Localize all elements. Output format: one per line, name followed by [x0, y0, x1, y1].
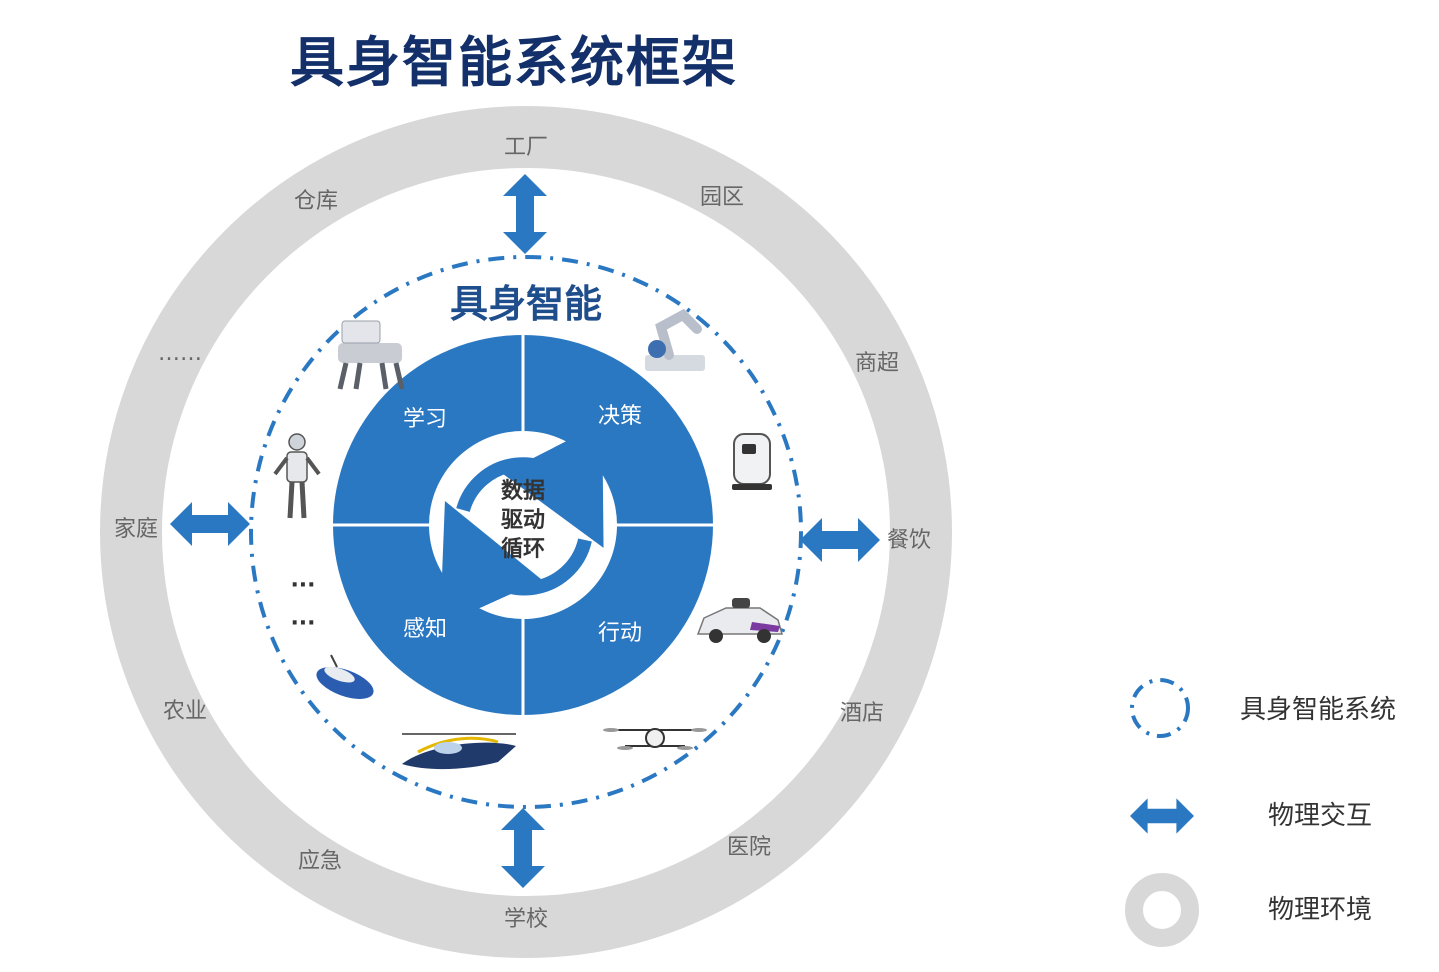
- interaction-arrow-right: [800, 518, 880, 562]
- core-text-line2: 驱动: [501, 508, 545, 533]
- core-text-line3: 循环: [501, 536, 545, 562]
- drone-icon: [603, 728, 707, 750]
- env-home: 家庭: [114, 517, 158, 542]
- humanoid-robot-icon: [273, 433, 321, 519]
- cycle-arrow-top: [456, 422, 604, 548]
- interaction-arrow-bottom: [501, 808, 545, 888]
- legend-interaction-icon: [1130, 798, 1194, 834]
- quadrant-learn: 学习: [403, 407, 447, 432]
- environment-ring: [100, 106, 952, 958]
- service-robot-icon: [732, 433, 772, 490]
- interaction-arrow-top: [503, 174, 547, 254]
- env-park: 园区: [700, 185, 744, 210]
- core-text-line1: 数据: [501, 478, 545, 504]
- cycle-arrow-bottom: [440, 501, 592, 627]
- quadrant-decide: 决策: [598, 404, 642, 429]
- legend-environment-icon: [1125, 873, 1199, 947]
- quadrant-perceive: 感知: [403, 617, 447, 642]
- system-boundary: [249, 255, 803, 809]
- env-hotel: 酒店: [840, 701, 884, 726]
- legend-interaction-label: 物理交互: [1268, 801, 1372, 831]
- legend-system-icon: [1130, 678, 1190, 738]
- env-factory: 工厂: [504, 135, 548, 160]
- legend-environment-label: 物理环境: [1268, 895, 1372, 925]
- env-ellipsis: ……: [158, 341, 202, 366]
- robot-arm-icon: [645, 308, 705, 371]
- flying-car-icon: [402, 733, 516, 770]
- env-retail: 商超: [855, 351, 899, 376]
- env-school: 学校: [504, 907, 548, 932]
- env-hospital: 医院: [727, 835, 771, 860]
- inner-ellipsis-1: ···: [290, 573, 315, 598]
- interaction-arrow-left: [170, 502, 250, 546]
- quadruped-robot-icon: [337, 320, 405, 390]
- legend-system-label: 具身智能系统: [1240, 695, 1396, 725]
- env-agriculture: 农业: [163, 699, 207, 724]
- env-dining: 餐饮: [887, 528, 931, 553]
- autonomous-car-icon: [696, 598, 783, 643]
- underwater-robot-icon: [316, 654, 374, 699]
- env-emergency: 应急: [298, 849, 342, 874]
- quadrant-act: 行动: [598, 621, 642, 646]
- system-title: 具身智能: [450, 282, 602, 326]
- page-title: 具身智能系统框架: [290, 31, 738, 94]
- env-warehouse: 仓库: [294, 189, 338, 214]
- inner-ellipsis-2: ···: [290, 611, 315, 636]
